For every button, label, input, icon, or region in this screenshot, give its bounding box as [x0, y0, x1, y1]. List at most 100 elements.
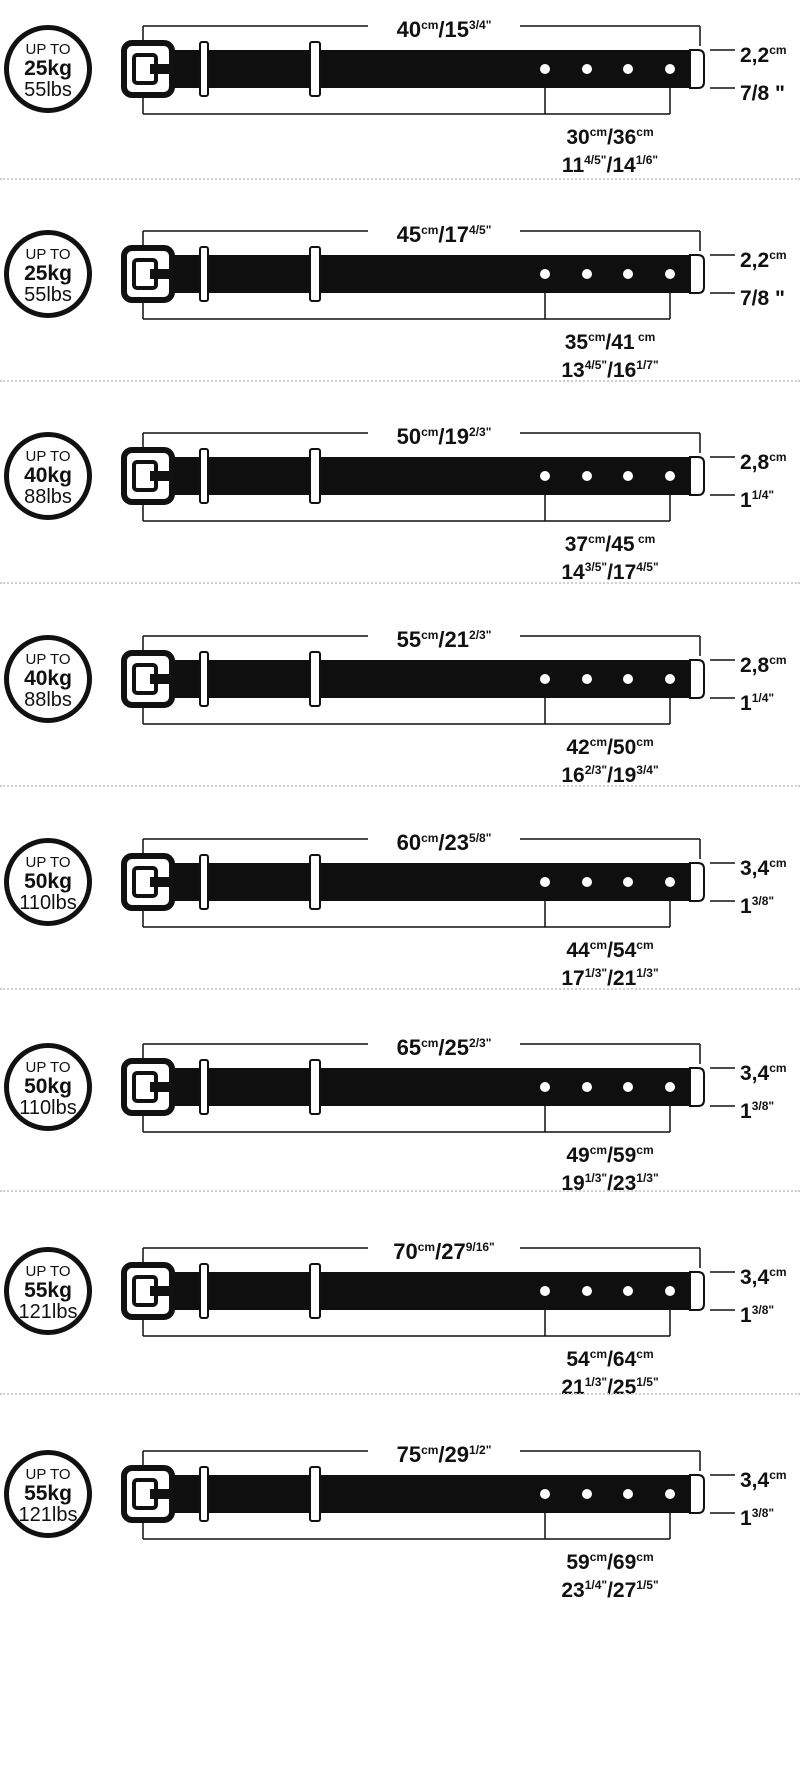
belt-strap [168, 1068, 690, 1106]
belt-hole [540, 1489, 550, 1499]
up-to-label: UP TO [25, 1263, 71, 1280]
adjust-range-cm: 37cm/45 cm [564, 532, 656, 556]
keeper-loop [199, 1466, 209, 1522]
belt-hole [540, 471, 550, 481]
belt-strap [168, 863, 690, 901]
weight-kg: 55kg [24, 1482, 72, 1505]
weight-lbs: 110lbs [19, 892, 77, 914]
belt-tip [689, 49, 705, 89]
belt-tip [689, 456, 705, 496]
belt-hole [623, 1489, 633, 1499]
weight-kg: 50kg [24, 1075, 72, 1098]
belt-tip [689, 1067, 705, 1107]
total-length-label: 45cm/174/5" [368, 217, 520, 248]
belt-hole [623, 877, 633, 887]
adjust-range-cm: 42cm/50cm [566, 735, 654, 759]
belt-hole [582, 64, 592, 74]
keeper-loop [199, 651, 209, 707]
strap-width-cm: 2,8cm [740, 653, 787, 677]
belt-tip [689, 1271, 705, 1311]
belt-strap [168, 1475, 690, 1513]
belt-hole [623, 1082, 633, 1092]
strap-width-cm: 2,2cm [740, 43, 787, 67]
weight-lbs: 110lbs [19, 1097, 77, 1119]
total-length-label: 55cm/212/3" [368, 622, 520, 653]
belt-diagram [121, 1043, 735, 1133]
total-length-label: 65cm/252/3" [368, 1030, 520, 1061]
keeper-loop [309, 854, 321, 910]
adjust-range-cm: 49cm/59cm [566, 1143, 654, 1167]
weight-badge: UP TO 50kg 110lbs [4, 1043, 92, 1131]
weight-kg: 25kg [24, 57, 72, 80]
weight-kg: 40kg [24, 667, 72, 690]
strap-width-in: 13/8" [740, 1506, 775, 1530]
weight-lbs: 55lbs [24, 79, 72, 101]
belt-strap [168, 457, 690, 495]
strap-width-in: 13/8" [740, 1303, 775, 1327]
weight-badge: UP TO 50kg 110lbs [4, 838, 92, 926]
weight-kg: 25kg [24, 262, 72, 285]
weight-kg: 55kg [24, 1279, 72, 1302]
weight-lbs: 121lbs [18, 1301, 78, 1323]
adjust-range-in: 134/5"/161/7" [561, 358, 659, 382]
keeper-loop [199, 1059, 209, 1115]
weight-kg: 40kg [24, 464, 72, 487]
belt-hole [665, 674, 675, 684]
belt-hole [582, 471, 592, 481]
belt-hole [623, 1286, 633, 1296]
belt-hole [582, 1082, 592, 1092]
strap-width-in: 13/8" [740, 894, 775, 918]
weight-badge: UP TO 55kg 121lbs [4, 1450, 92, 1538]
keeper-loop [309, 41, 321, 97]
belt-hole [540, 1082, 550, 1092]
row-separator [0, 1393, 800, 1395]
up-to-label: UP TO [25, 448, 71, 465]
belt-hole [582, 877, 592, 887]
keeper-loop [199, 448, 209, 504]
row-separator [0, 582, 800, 584]
keeper-loop [199, 246, 209, 302]
belt-diagram [121, 1247, 735, 1337]
adjust-range-in: 171/3"/211/3" [561, 966, 659, 990]
belt-hole [665, 269, 675, 279]
strap-width-cm: 3,4cm [740, 1265, 787, 1289]
weight-lbs: 55lbs [24, 284, 72, 306]
row-separator [0, 178, 800, 180]
belt-hole [540, 269, 550, 279]
weight-lbs: 121lbs [18, 1504, 78, 1526]
row-separator [0, 1190, 800, 1192]
row-separator [0, 785, 800, 787]
strap-width-in: 11/4" [740, 691, 775, 715]
size-row: UP TO 50kg 110lbs 60cm/235/8" 44cm/54cm … [0, 813, 800, 1041]
total-length-label: 75cm/291/2" [368, 1437, 520, 1468]
adjust-range-cm: 30cm/36cm [566, 125, 654, 149]
up-to-label: UP TO [25, 854, 71, 871]
belt-strap [168, 660, 690, 698]
strap-width-cm: 3,4cm [740, 1061, 787, 1085]
strap-width-cm: 3,4cm [740, 1468, 787, 1492]
size-row: UP TO 25kg 55lbs 40cm/153/4" 30cm/36cm 1… [0, 0, 800, 228]
belt-diagram [121, 25, 735, 115]
belt-hole [665, 471, 675, 481]
weight-badge: UP TO 55kg 121lbs [4, 1247, 92, 1335]
weight-badge: UP TO 40kg 88lbs [4, 432, 92, 520]
keeper-loop [309, 1059, 321, 1115]
weight-lbs: 88lbs [24, 689, 72, 711]
up-to-label: UP TO [25, 41, 71, 58]
keeper-loop [199, 1263, 209, 1319]
adjust-range-in: 114/5"/141/6" [561, 153, 659, 177]
weight-badge: UP TO 25kg 55lbs [4, 25, 92, 113]
belt-diagram [121, 432, 735, 522]
belt-hole [540, 877, 550, 887]
keeper-loop [309, 448, 321, 504]
belt-tip [689, 254, 705, 294]
keeper-loop [309, 1466, 321, 1522]
adjust-range-in: 191/3"/231/3" [561, 1171, 659, 1195]
size-row: UP TO 40kg 88lbs 55cm/212/3" 42cm/50cm 1… [0, 610, 800, 838]
weight-lbs: 88lbs [24, 486, 72, 508]
up-to-label: UP TO [25, 1466, 71, 1483]
belt-hole [540, 674, 550, 684]
up-to-label: UP TO [25, 1059, 71, 1076]
belt-tip [689, 659, 705, 699]
belt-hole [623, 471, 633, 481]
